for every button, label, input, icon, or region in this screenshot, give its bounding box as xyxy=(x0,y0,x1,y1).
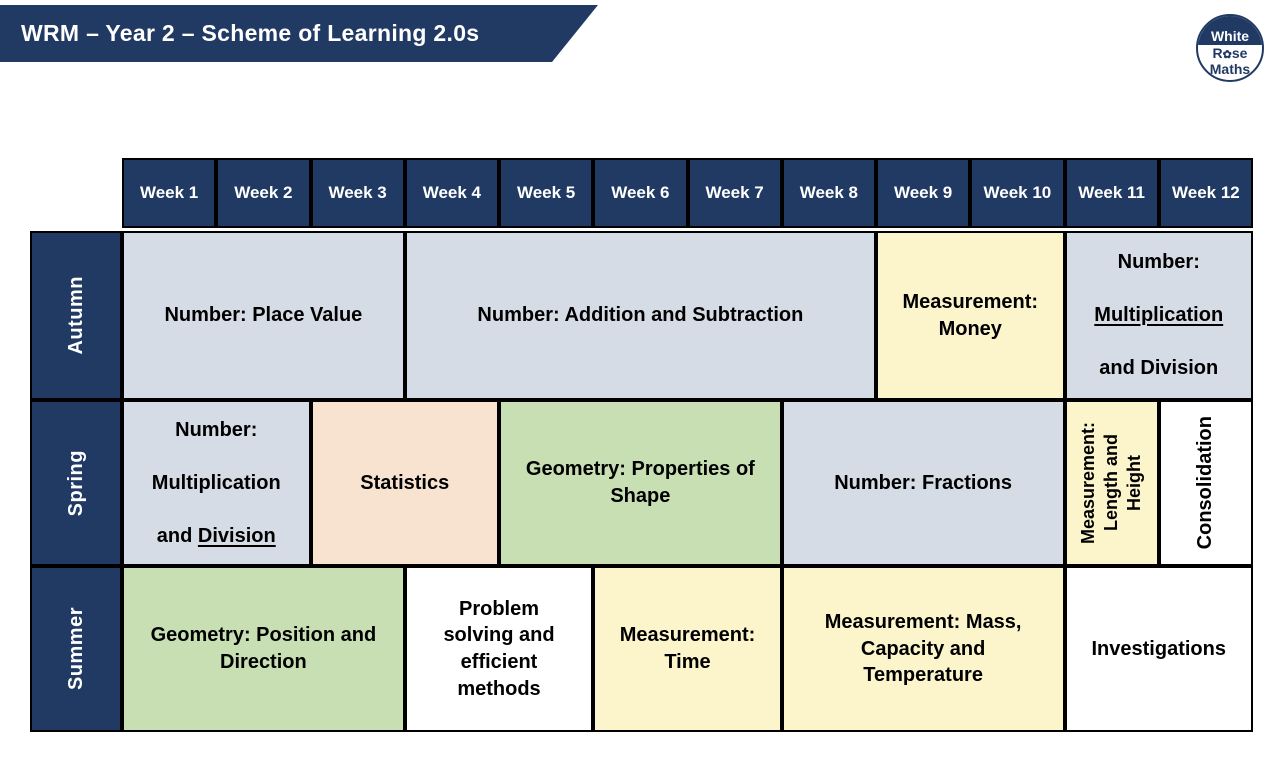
white-rose-maths-logo: White R✿se Maths xyxy=(1196,14,1264,82)
cell-spring-statistics: Statistics xyxy=(310,400,499,566)
link-multiplication[interactable]: Multiplication xyxy=(1094,304,1224,327)
cell-summer-time: Measurement: Time xyxy=(593,566,782,732)
title-banner: WRM – Year 2 – Scheme of Learning 2.0s xyxy=(0,5,598,62)
cell-autumn-place-value: Number: Place Value xyxy=(122,231,405,400)
week-header-3: Week 3 xyxy=(310,158,405,228)
logo-word-rose: R✿se xyxy=(1212,45,1248,62)
cell-autumn-multiplication-division: Number: Multiplication and Division xyxy=(1064,231,1253,400)
week-header-10: Week 10 xyxy=(970,158,1065,228)
week-header-1: Week 1 xyxy=(122,158,217,228)
week-header-4: Week 4 xyxy=(404,158,499,228)
week-header-5: Week 5 xyxy=(499,158,594,228)
page-title: WRM – Year 2 – Scheme of Learning 2.0s xyxy=(21,20,480,46)
cell-autumn-addition-subtraction: Number: Addition and Subtraction xyxy=(404,231,876,400)
cell-summer-position-direction: Geometry: Position and Direction xyxy=(122,566,405,732)
rose-flower-icon: ✿ xyxy=(1222,49,1232,62)
week-header-9: Week 9 xyxy=(876,158,971,228)
logo-word-maths: Maths xyxy=(1209,60,1251,77)
season-label-summer: Summer xyxy=(30,566,122,732)
logo-word-white: White xyxy=(1210,28,1250,45)
link-division[interactable]: Division xyxy=(197,524,276,547)
cell-spring-multiplication-division: Number: Multiplication and Division xyxy=(122,400,311,566)
logo-bottom-half: R✿se Maths xyxy=(1198,46,1262,76)
table-corner-spacer xyxy=(30,158,122,231)
cell-spring-properties-of-shape: Geometry: Properties of Shape xyxy=(499,400,782,566)
cell-spring-length-height: Measurement: Length and Height xyxy=(1064,400,1159,566)
week-header-12: Week 12 xyxy=(1158,158,1253,228)
cell-summer-problem-solving: Problem solving and efficient methods xyxy=(404,566,594,732)
week-header-11: Week 11 xyxy=(1064,158,1159,228)
season-label-spring: Spring xyxy=(30,400,122,566)
cell-autumn-money: Measurement: Money xyxy=(876,231,1065,400)
cell-spring-fractions: Number: Fractions xyxy=(781,400,1065,566)
week-header-2: Week 2 xyxy=(216,158,311,228)
week-header-7: Week 7 xyxy=(687,158,782,228)
season-label-autumn: Autumn xyxy=(30,231,122,400)
week-header-6: Week 6 xyxy=(593,158,688,228)
week-header-8: Week 8 xyxy=(781,158,876,228)
cell-summer-investigations: Investigations xyxy=(1064,566,1253,732)
curriculum-table: Week 1 Week 2 Week 3 Week 4 Week 5 Week … xyxy=(30,158,1253,732)
cell-summer-mass-capacity-temperature: Measurement: Mass, Capacity and Temperat… xyxy=(781,566,1065,732)
logo-top-half: White xyxy=(1198,16,1262,46)
cell-spring-consolidation: Consolidation xyxy=(1158,400,1253,566)
